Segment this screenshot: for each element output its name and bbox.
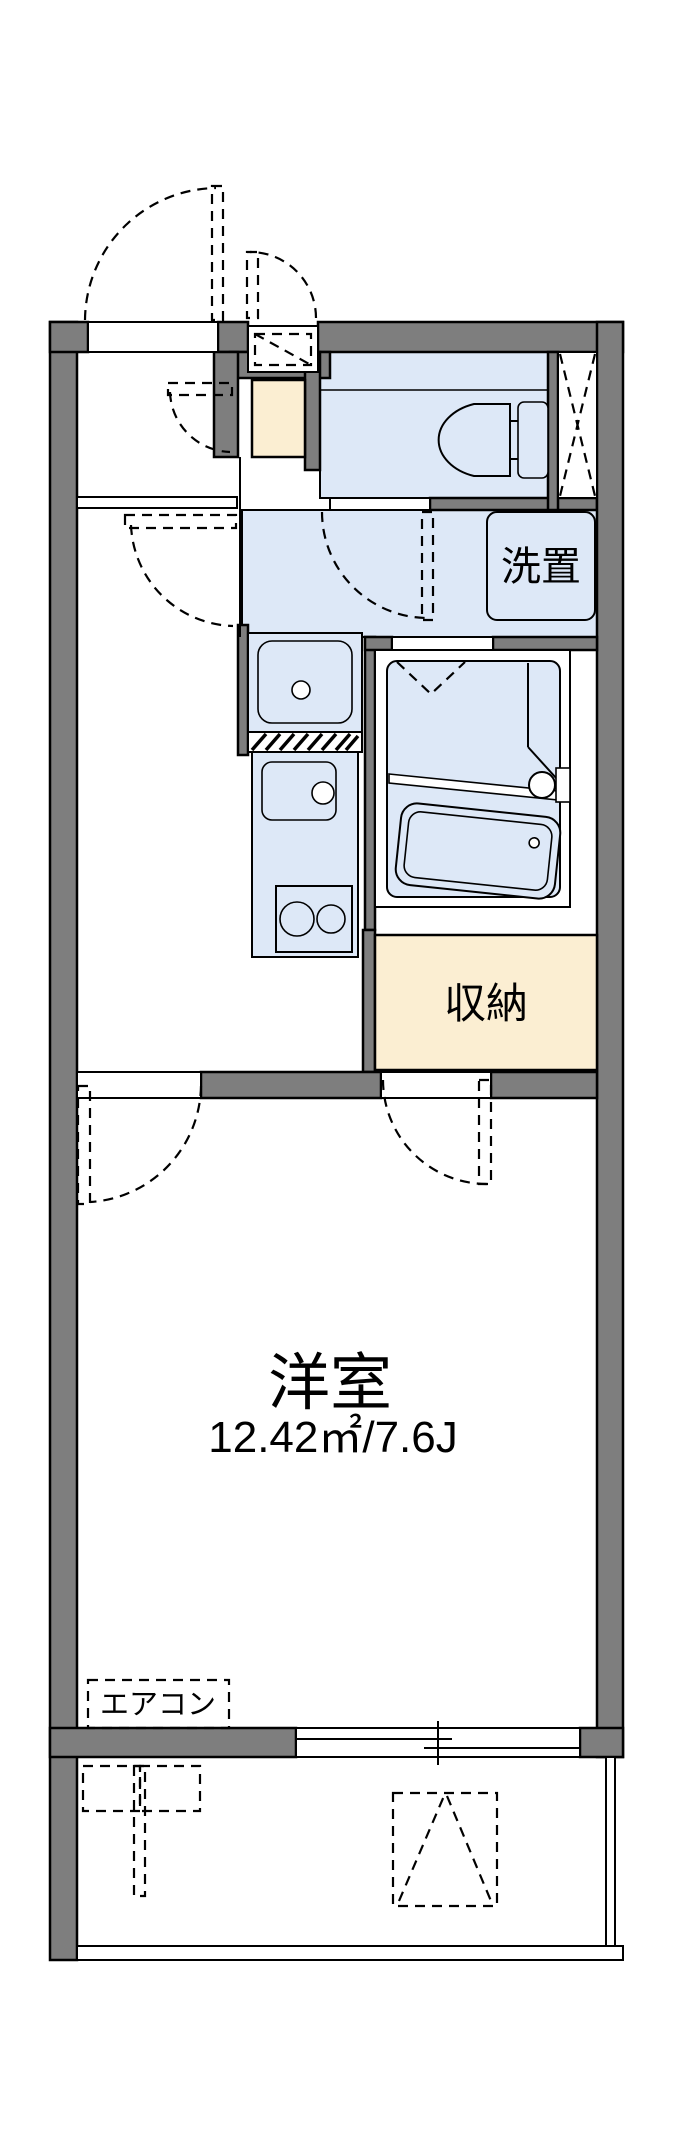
balcony-right-rail <box>605 1756 616 1947</box>
bathroom <box>374 649 571 908</box>
air-conditioner-label: エアコン <box>100 1689 216 1721</box>
bathtub-icon <box>394 802 562 900</box>
balcony <box>76 1756 624 1961</box>
bath-drain <box>528 771 556 799</box>
stove-burner <box>279 901 315 937</box>
main-room-area-label: 12.42㎡/7.6J <box>208 1413 458 1462</box>
water-heater-chevron <box>445 1795 493 1902</box>
entrance-door-leaf <box>210 184 225 322</box>
entrance-subdoor-leaf <box>245 250 260 320</box>
bath-counter <box>555 767 571 803</box>
meter-box-diagonal <box>254 333 312 366</box>
left-exterior-wall <box>48 320 79 1962</box>
shoe-cabinet <box>250 378 307 459</box>
main-room-label: 洋室 <box>268 1349 392 1418</box>
bath-top-wall-left <box>363 635 394 652</box>
walls <box>48 320 625 1962</box>
toilet-door-opening <box>329 497 431 511</box>
toilet-tank <box>517 401 549 479</box>
bath-left-wall <box>363 635 377 932</box>
entrance-opening <box>87 321 219 353</box>
storage-closet <box>373 933 599 1072</box>
kitchen-faucet <box>311 781 335 805</box>
closet-door-opening <box>380 1071 492 1099</box>
entrance-subdoor-swing-icon <box>249 250 318 319</box>
toilet-bottom-wall <box>428 496 599 512</box>
room-door-opening <box>76 1071 202 1099</box>
top-wall-left <box>48 320 90 354</box>
room-top-wall-left <box>199 1070 383 1100</box>
entry-partition-wall <box>212 350 240 459</box>
balcony-front-rail <box>76 1945 624 1961</box>
air-conditioner-box <box>86 1678 231 1730</box>
bath-fold-door <box>396 661 466 696</box>
toilet-door-leaf <box>420 510 435 622</box>
kitchen-sink-icon <box>261 761 337 821</box>
meter-box-icon <box>253 332 313 367</box>
openings <box>76 321 494 1099</box>
laundry-space-box <box>486 511 596 621</box>
washroom-door-swing-icon <box>129 524 234 628</box>
laundry-space-label: 洗置 <box>501 545 581 589</box>
bathtub-outer <box>394 802 562 900</box>
washbasin-icon <box>247 632 363 733</box>
toilet-icon <box>437 401 549 479</box>
storage-left-wall <box>361 928 377 1074</box>
top-wall-mid <box>216 320 250 354</box>
washbasin-faucet <box>291 680 311 700</box>
top-wall-right <box>316 320 625 354</box>
meter-box <box>247 325 319 373</box>
toilet-room <box>319 351 549 499</box>
bathtub-inner <box>403 811 553 891</box>
genkan-step <box>76 496 238 509</box>
toilet-door-swing-icon <box>320 511 429 620</box>
bath-door-opening <box>391 636 494 651</box>
water-heater-icon <box>391 1791 499 1908</box>
water-heater-chevron <box>397 1795 446 1902</box>
storage-label: 収納 <box>444 980 528 1027</box>
doors <box>76 184 493 1206</box>
bath-partition-diagonal <box>527 746 558 780</box>
bath-top-wall-right <box>491 635 599 652</box>
washroom-door-leaf <box>123 513 238 530</box>
toilet-bowl <box>437 403 511 477</box>
room-bottom-wall-left <box>48 1726 298 1759</box>
balcony-drain-pan <box>138 1764 202 1813</box>
shaft-left-wall <box>546 350 560 512</box>
room-top-wall-right <box>489 1070 599 1100</box>
hall-door-leaf <box>166 381 234 397</box>
bathtub-drain <box>528 837 540 849</box>
pipe-space-icon <box>558 353 597 497</box>
closet-door-swing-icon <box>381 1079 488 1186</box>
kitchen-stub-wall <box>236 623 250 757</box>
entrance-door-swing-icon <box>83 186 217 321</box>
room-bottom-wall-right <box>578 1726 625 1759</box>
counter-hatch <box>247 731 363 753</box>
stove-burner <box>316 904 346 934</box>
sliding-window <box>295 1721 581 1765</box>
room-door-leaf <box>76 1084 92 1206</box>
balcony-drain-pipe <box>132 1764 147 1898</box>
pipe-space <box>557 351 598 499</box>
balcony-drain-pan <box>81 1764 142 1813</box>
right-exterior-wall <box>595 320 625 1759</box>
kitchen-unit <box>251 751 359 958</box>
room-door-swing-icon <box>89 1085 203 1204</box>
